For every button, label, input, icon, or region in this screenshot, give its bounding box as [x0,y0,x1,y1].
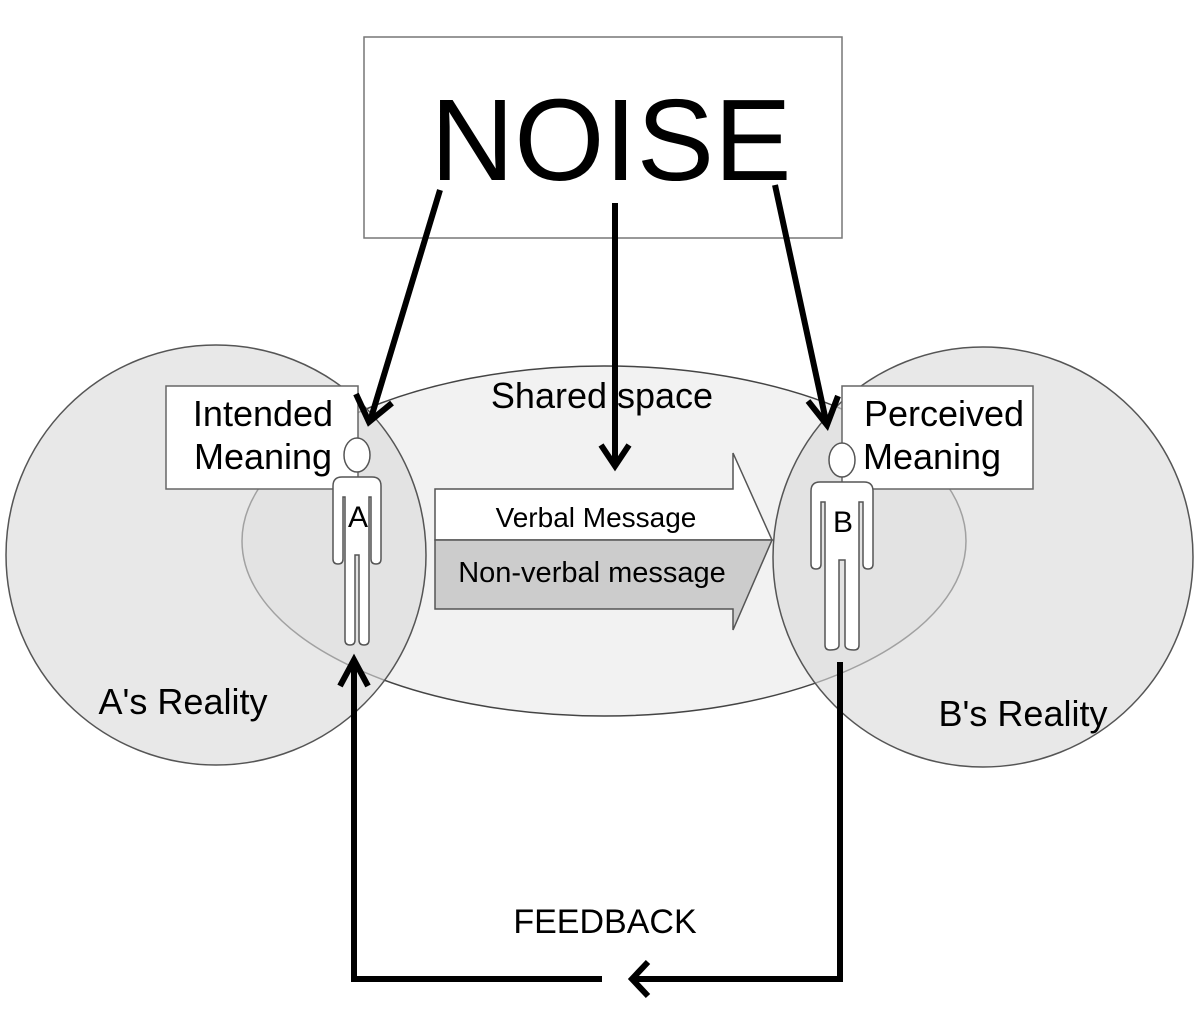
person-a-figure [332,437,382,646]
feedback-label: FEEDBACK [513,903,697,941]
intended-meaning-line2: Meaning [194,436,332,477]
verbal-message-band [434,452,774,541]
nonverbal-message-band [434,539,774,631]
verbal-message-label: Verbal Message [496,502,697,533]
nonverbal-message-label: Non-verbal message [458,557,726,589]
person-b-body [810,481,874,651]
noise-label: NOISE [431,75,792,205]
person-a-letter: A [348,501,368,534]
person-b-letter: B [833,506,853,539]
intended-meaning-box [165,385,359,490]
person-b-head [828,442,856,478]
perceived-meaning-line1: Perceived [864,393,1024,434]
noise-arrow-center [598,203,632,472]
message-arrow: Verbal Message Non-verbal message [434,452,774,631]
noise-arrow-right [772,184,841,432]
person-b-figure [810,442,874,651]
a-reality-label: A's Reality [99,681,268,722]
perceived-meaning-line2: Meaning [863,436,1001,477]
b-reality-label: B's Reality [939,693,1108,734]
person-a-head [343,437,371,473]
noise-box [363,36,843,239]
intended-meaning-line1: Intended [193,393,333,434]
perceived-meaning-box [841,385,1034,490]
feedback-arrow [337,653,843,999]
noise-arrow-left [353,189,443,427]
person-a-body [332,476,382,646]
shared-space-label: Shared space [491,375,713,416]
